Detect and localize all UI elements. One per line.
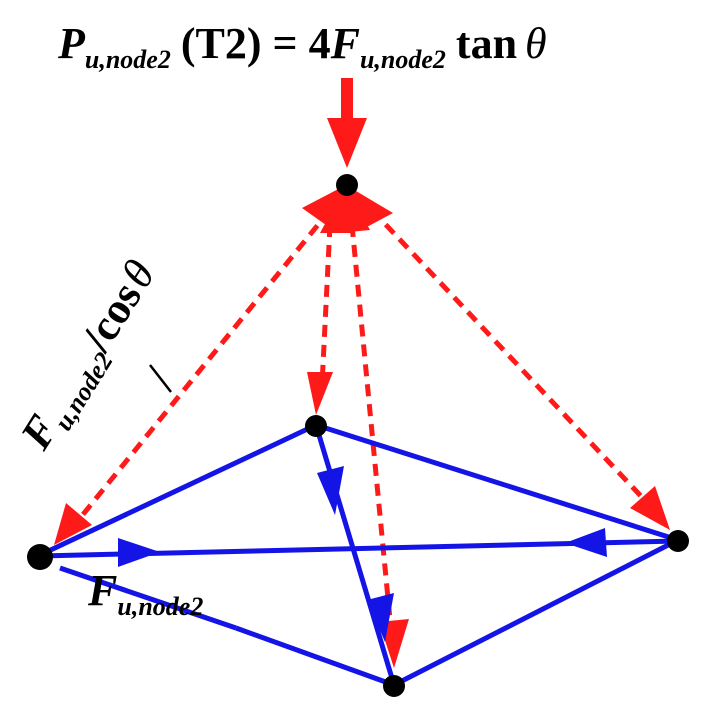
tie-arrowhead-right-to-left xyxy=(565,528,607,557)
p-symbol: P xyxy=(57,19,86,68)
strut-to-left-node xyxy=(70,208,332,530)
strut-to-front-node xyxy=(349,224,395,641)
compression-struts xyxy=(70,208,656,641)
tie-arrowheads xyxy=(118,466,607,642)
node-right xyxy=(667,530,689,552)
f-subscript: u,node2 xyxy=(360,45,446,74)
strut-force-label-group: Fu,node2/cosθ xyxy=(10,252,169,462)
strut-to-back-node xyxy=(319,224,333,386)
tie-arrowhead-front-up xyxy=(367,593,394,642)
strut-force-label: Fu,node2/cosθ xyxy=(10,252,169,462)
t2-text: (T2) = 4 xyxy=(181,19,331,68)
tie-arrowhead-back-down xyxy=(317,466,344,515)
strut-arrowheads xyxy=(54,185,670,668)
p-subscript: u,node2 xyxy=(85,45,171,74)
theta-symbol: θ xyxy=(525,19,547,68)
strut-arrowhead-right-node xyxy=(630,486,670,530)
tie-force-label: Fu,node2 xyxy=(87,566,203,621)
tie-back-to-right xyxy=(315,422,679,543)
tension-ties xyxy=(38,422,680,688)
tan-text: tan xyxy=(456,19,517,68)
strut-arrowhead-left-node xyxy=(54,503,92,545)
strut-label-leader-line xyxy=(149,364,172,393)
node-back xyxy=(305,415,327,437)
strut-arrowhead-top-right xyxy=(346,185,393,228)
nodes xyxy=(27,174,689,697)
node-top xyxy=(336,174,358,196)
load-arrow-head xyxy=(327,118,367,168)
f-symbol: F xyxy=(330,19,360,68)
tie-back-to-front xyxy=(313,424,397,686)
node-front xyxy=(383,675,405,697)
tie-right-to-front xyxy=(392,537,680,688)
strut-to-right-node xyxy=(370,208,656,512)
tie-left-to-front-segment-b xyxy=(235,625,395,688)
load-arrow-shaft xyxy=(341,78,353,122)
tie-arrowhead-left-to-right xyxy=(118,538,160,567)
applied-load-arrow xyxy=(327,78,367,168)
tie-left-to-front-segment-a xyxy=(59,565,237,631)
tie-left-to-back xyxy=(38,422,318,558)
node-left xyxy=(27,544,53,570)
strut-arrowhead-back-node xyxy=(307,372,333,415)
